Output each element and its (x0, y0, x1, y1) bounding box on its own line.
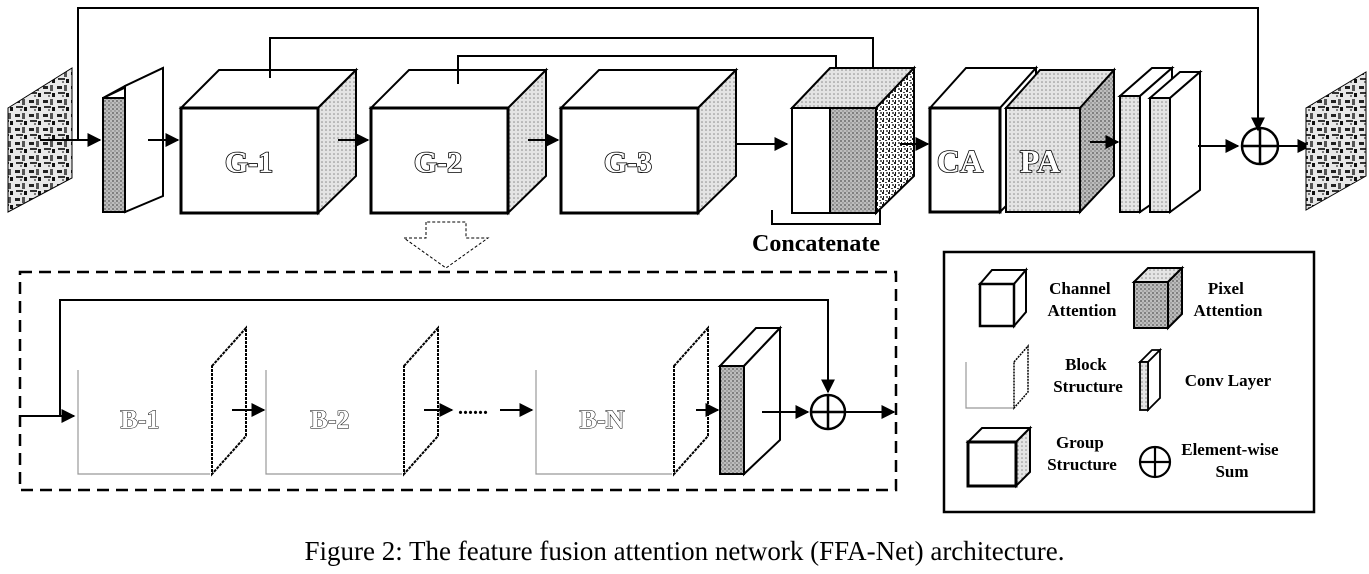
group-g3: G-3 (558, 67, 739, 216)
group-skip-connection (59, 299, 835, 416)
element-wise-sum-group (809, 393, 847, 431)
legend-block-structure-line2: Structure (1053, 377, 1123, 396)
group-g3-label: G-3 (604, 146, 652, 179)
output-conv-layer-2 (1147, 69, 1203, 214)
expand-arrow-icon (402, 221, 490, 269)
block-b1-label: B-1 (121, 405, 160, 434)
legend-channel-attention-line2: Attention (1048, 301, 1117, 320)
pixel-attention-block: PA (1003, 67, 1117, 215)
group-g2-label: G-2 (414, 146, 462, 179)
legend-block-structure-line1: Block (1065, 355, 1107, 374)
legend-group-structure-icon (965, 425, 1033, 489)
legend-group-structure-line1: Group (1056, 433, 1104, 452)
legend-block-structure-label: Block Structure (1053, 355, 1123, 396)
global-skip-connection (77, 7, 1265, 140)
block-bn-label: B-N (580, 405, 625, 434)
group-conv-layer (717, 325, 783, 477)
figure-caption: Figure 2: The feature fusion attention n… (304, 536, 1065, 566)
dehazed-output-image (1305, 71, 1367, 211)
group-g1-label: G-1 (225, 146, 273, 179)
legend-element-wise-sum-line2: Sum (1215, 462, 1248, 481)
legend-pixel-attention-line1: Pixel (1208, 279, 1244, 298)
group-g1: G-1 (178, 67, 359, 216)
legend-pixel-attention-label: Pixel Attention (1194, 279, 1263, 320)
legend-group-structure-line2: Structure (1047, 455, 1117, 474)
ca-label: CA (937, 143, 983, 179)
group-g2: G-2 (368, 67, 549, 216)
group-skip-connections (269, 37, 880, 84)
block-b2: B-2 (265, 325, 439, 477)
legend-conv-layer-icon (1137, 347, 1163, 413)
legend-element-wise-sum-label: Element-wise Sum (1181, 440, 1283, 481)
legend-channel-attention-line1: Channel (1049, 279, 1111, 298)
block-b2-label: B-2 (311, 405, 350, 434)
group-detail-box (18, 270, 898, 492)
legend-element-wise-sum-icon (1138, 445, 1172, 479)
concatenate-bracket (771, 210, 881, 225)
legend-pixel-attention-icon (1131, 265, 1185, 331)
legend-channel-attention-icon (977, 267, 1029, 329)
legend-block-structure-icon (965, 344, 1029, 410)
concatenate-label: Concatenate (752, 231, 880, 257)
legend-channel-attention-label: Channel Attention (1048, 279, 1117, 320)
pa-label: PA (1020, 143, 1060, 179)
block-b1: B-1 (77, 325, 247, 477)
legend-pixel-attention-line2: Attention (1194, 301, 1263, 320)
concatenate-stack (789, 65, 917, 216)
input-conv-layer (102, 66, 164, 214)
legend-element-wise-sum-line1: Element-wise (1181, 440, 1279, 459)
blocks-ellipsis: ...... (458, 397, 488, 419)
element-wise-sum-top (1240, 126, 1280, 166)
legend-group-structure-label: Group Structure (1047, 433, 1117, 474)
block-bn: B-N (535, 325, 709, 477)
legend-conv-layer-label: Conv Layer (1185, 371, 1272, 390)
